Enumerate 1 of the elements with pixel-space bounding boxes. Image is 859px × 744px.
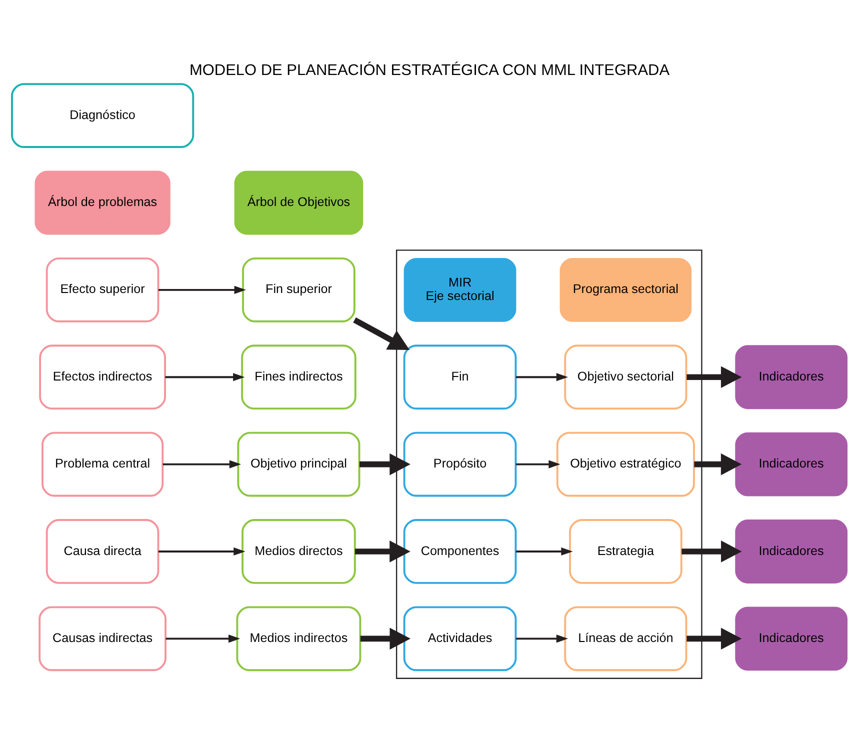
diagram-title: MODELO DE PLANEACIÓN ESTRATÉGICA CON MML INTEGRADA xyxy=(189,62,670,79)
